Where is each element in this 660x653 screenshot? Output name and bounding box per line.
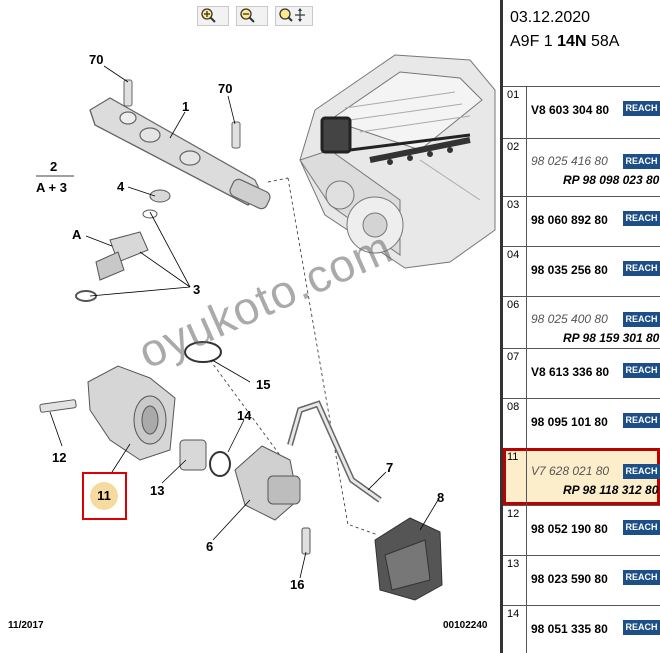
replacement-reference[interactable]: RP 98 159 301 80: [563, 331, 660, 345]
parts-line-art: [36, 54, 496, 601]
zoom-in-button[interactable]: [197, 6, 229, 26]
reach-badge[interactable]: REACH: [623, 312, 660, 327]
part-reference[interactable]: 98 060 892 80: [531, 213, 608, 227]
reach-badge[interactable]: REACH: [623, 520, 660, 535]
replacement-reference[interactable]: RP 98 098 023 80: [563, 173, 660, 187]
callout-16[interactable]: 16: [290, 577, 305, 592]
part-row-08[interactable]: 08 98 095 101 80 REACH: [503, 398, 660, 448]
part-reference[interactable]: V8 603 304 80: [531, 103, 610, 117]
part-row-03[interactable]: 03 98 060 892 80 REACH: [503, 196, 660, 246]
reach-badge[interactable]: REACH: [623, 154, 660, 169]
zoom-pan-button[interactable]: [275, 6, 313, 26]
callout-1[interactable]: 1: [182, 99, 190, 114]
callout-4[interactable]: 4: [117, 179, 125, 194]
reach-badge[interactable]: REACH: [623, 101, 660, 116]
callout-7[interactable]: 7: [386, 460, 394, 475]
replacement-reference[interactable]: RP 98 118 312 80: [563, 483, 659, 497]
part-index: 04: [503, 247, 527, 296]
callout-70b[interactable]: 70: [218, 81, 233, 96]
diagram-reference: 00102240: [443, 620, 488, 631]
part-reference[interactable]: 98 052 190 80: [531, 522, 608, 536]
engine-code: A9F 1 14N 58A: [510, 33, 620, 50]
part-row-07[interactable]: 07 V8 613 336 80 REACH: [503, 348, 660, 398]
part-index: 08: [503, 399, 527, 448]
zoom-out-button[interactable]: [236, 6, 268, 26]
part-index: 07: [503, 349, 527, 398]
part-index: 06: [503, 297, 527, 348]
part-row-13[interactable]: 13 98 023 590 80 REACH: [503, 555, 660, 605]
part-index: 13: [503, 556, 527, 605]
reach-badge[interactable]: REACH: [623, 261, 660, 276]
callout-11-selected[interactable]: 11: [82, 472, 127, 520]
part-row-12[interactable]: 12 98 052 190 80 REACH: [503, 505, 660, 555]
callout-11-circle: [90, 482, 118, 510]
part-reference[interactable]: 98 025 416 80: [531, 154, 608, 168]
part-reference[interactable]: 98 023 590 80: [531, 572, 608, 586]
catalog-date: 03.12.2020: [510, 9, 591, 26]
reach-badge[interactable]: REACH: [623, 363, 660, 378]
exploded-parts-diagram: 70 70 1 2 A + 3 4 A 3 15 14 12 13 7 8 6 …: [8, 6, 496, 631]
part-reference[interactable]: 98 051 335 80: [531, 622, 608, 636]
callout-11-label: 11: [97, 488, 111, 503]
part-index: 12: [503, 506, 527, 555]
part-index: 11: [503, 449, 527, 505]
part-row-01[interactable]: 01 V8 603 304 80 REACH: [503, 86, 660, 138]
callout-2-subtitle: A + 3: [36, 180, 67, 195]
callout-3[interactable]: 3: [193, 282, 201, 297]
part-index: 14: [503, 606, 527, 653]
part-row-06[interactable]: 06 98 025 400 80 REACH RP 98 159 301 80: [503, 296, 660, 348]
callout-70a[interactable]: 70: [89, 52, 104, 67]
zoom-out-icon: [240, 8, 255, 23]
zoom-pan-icon: [279, 8, 305, 22]
reach-badge[interactable]: REACH: [623, 464, 660, 479]
parts-list-panel: 03.12.2020 A9F 1 14N 58A 01 V8 603 304 80…: [500, 0, 660, 653]
part-reference[interactable]: 98 035 256 80: [531, 263, 608, 277]
part-index: 01: [503, 87, 527, 138]
reach-badge[interactable]: REACH: [623, 413, 660, 428]
callout-13[interactable]: 13: [150, 483, 165, 498]
part-reference[interactable]: V8 613 336 80: [531, 365, 610, 379]
parts-list-header: 03.12.2020 A9F 1 14N 58A: [503, 0, 660, 87]
callout-14[interactable]: 14: [237, 408, 252, 423]
part-row-14[interactable]: 14 98 051 335 80 REACH: [503, 605, 660, 653]
callout-6[interactable]: 6: [206, 539, 214, 554]
part-reference[interactable]: 98 025 400 80: [531, 312, 608, 326]
zoom-in-icon: [201, 8, 216, 23]
part-row-11[interactable]: 11 V7 628 021 80 REACH RP 98 118 312 80: [503, 448, 660, 505]
part-reference[interactable]: V7 628 021 80: [531, 464, 610, 478]
callout-15[interactable]: 15: [256, 377, 271, 392]
part-reference[interactable]: 98 095 101 80: [531, 415, 608, 429]
diagram-date: 11/2017: [8, 620, 44, 631]
part-row-02[interactable]: 02 98 025 416 80 REACH RP 98 098 023 80: [503, 138, 660, 196]
callout-A[interactable]: A: [72, 227, 82, 242]
reach-badge[interactable]: REACH: [623, 211, 660, 226]
part-index: 02: [503, 139, 527, 196]
reach-badge[interactable]: REACH: [623, 570, 660, 585]
part-row-04[interactable]: 04 98 035 256 80 REACH: [503, 246, 660, 296]
part-index: 03: [503, 197, 527, 246]
callout-2[interactable]: 2: [50, 159, 58, 174]
callout-12[interactable]: 12: [52, 450, 67, 465]
reach-badge[interactable]: REACH: [623, 620, 660, 635]
callout-8[interactable]: 8: [437, 490, 445, 505]
